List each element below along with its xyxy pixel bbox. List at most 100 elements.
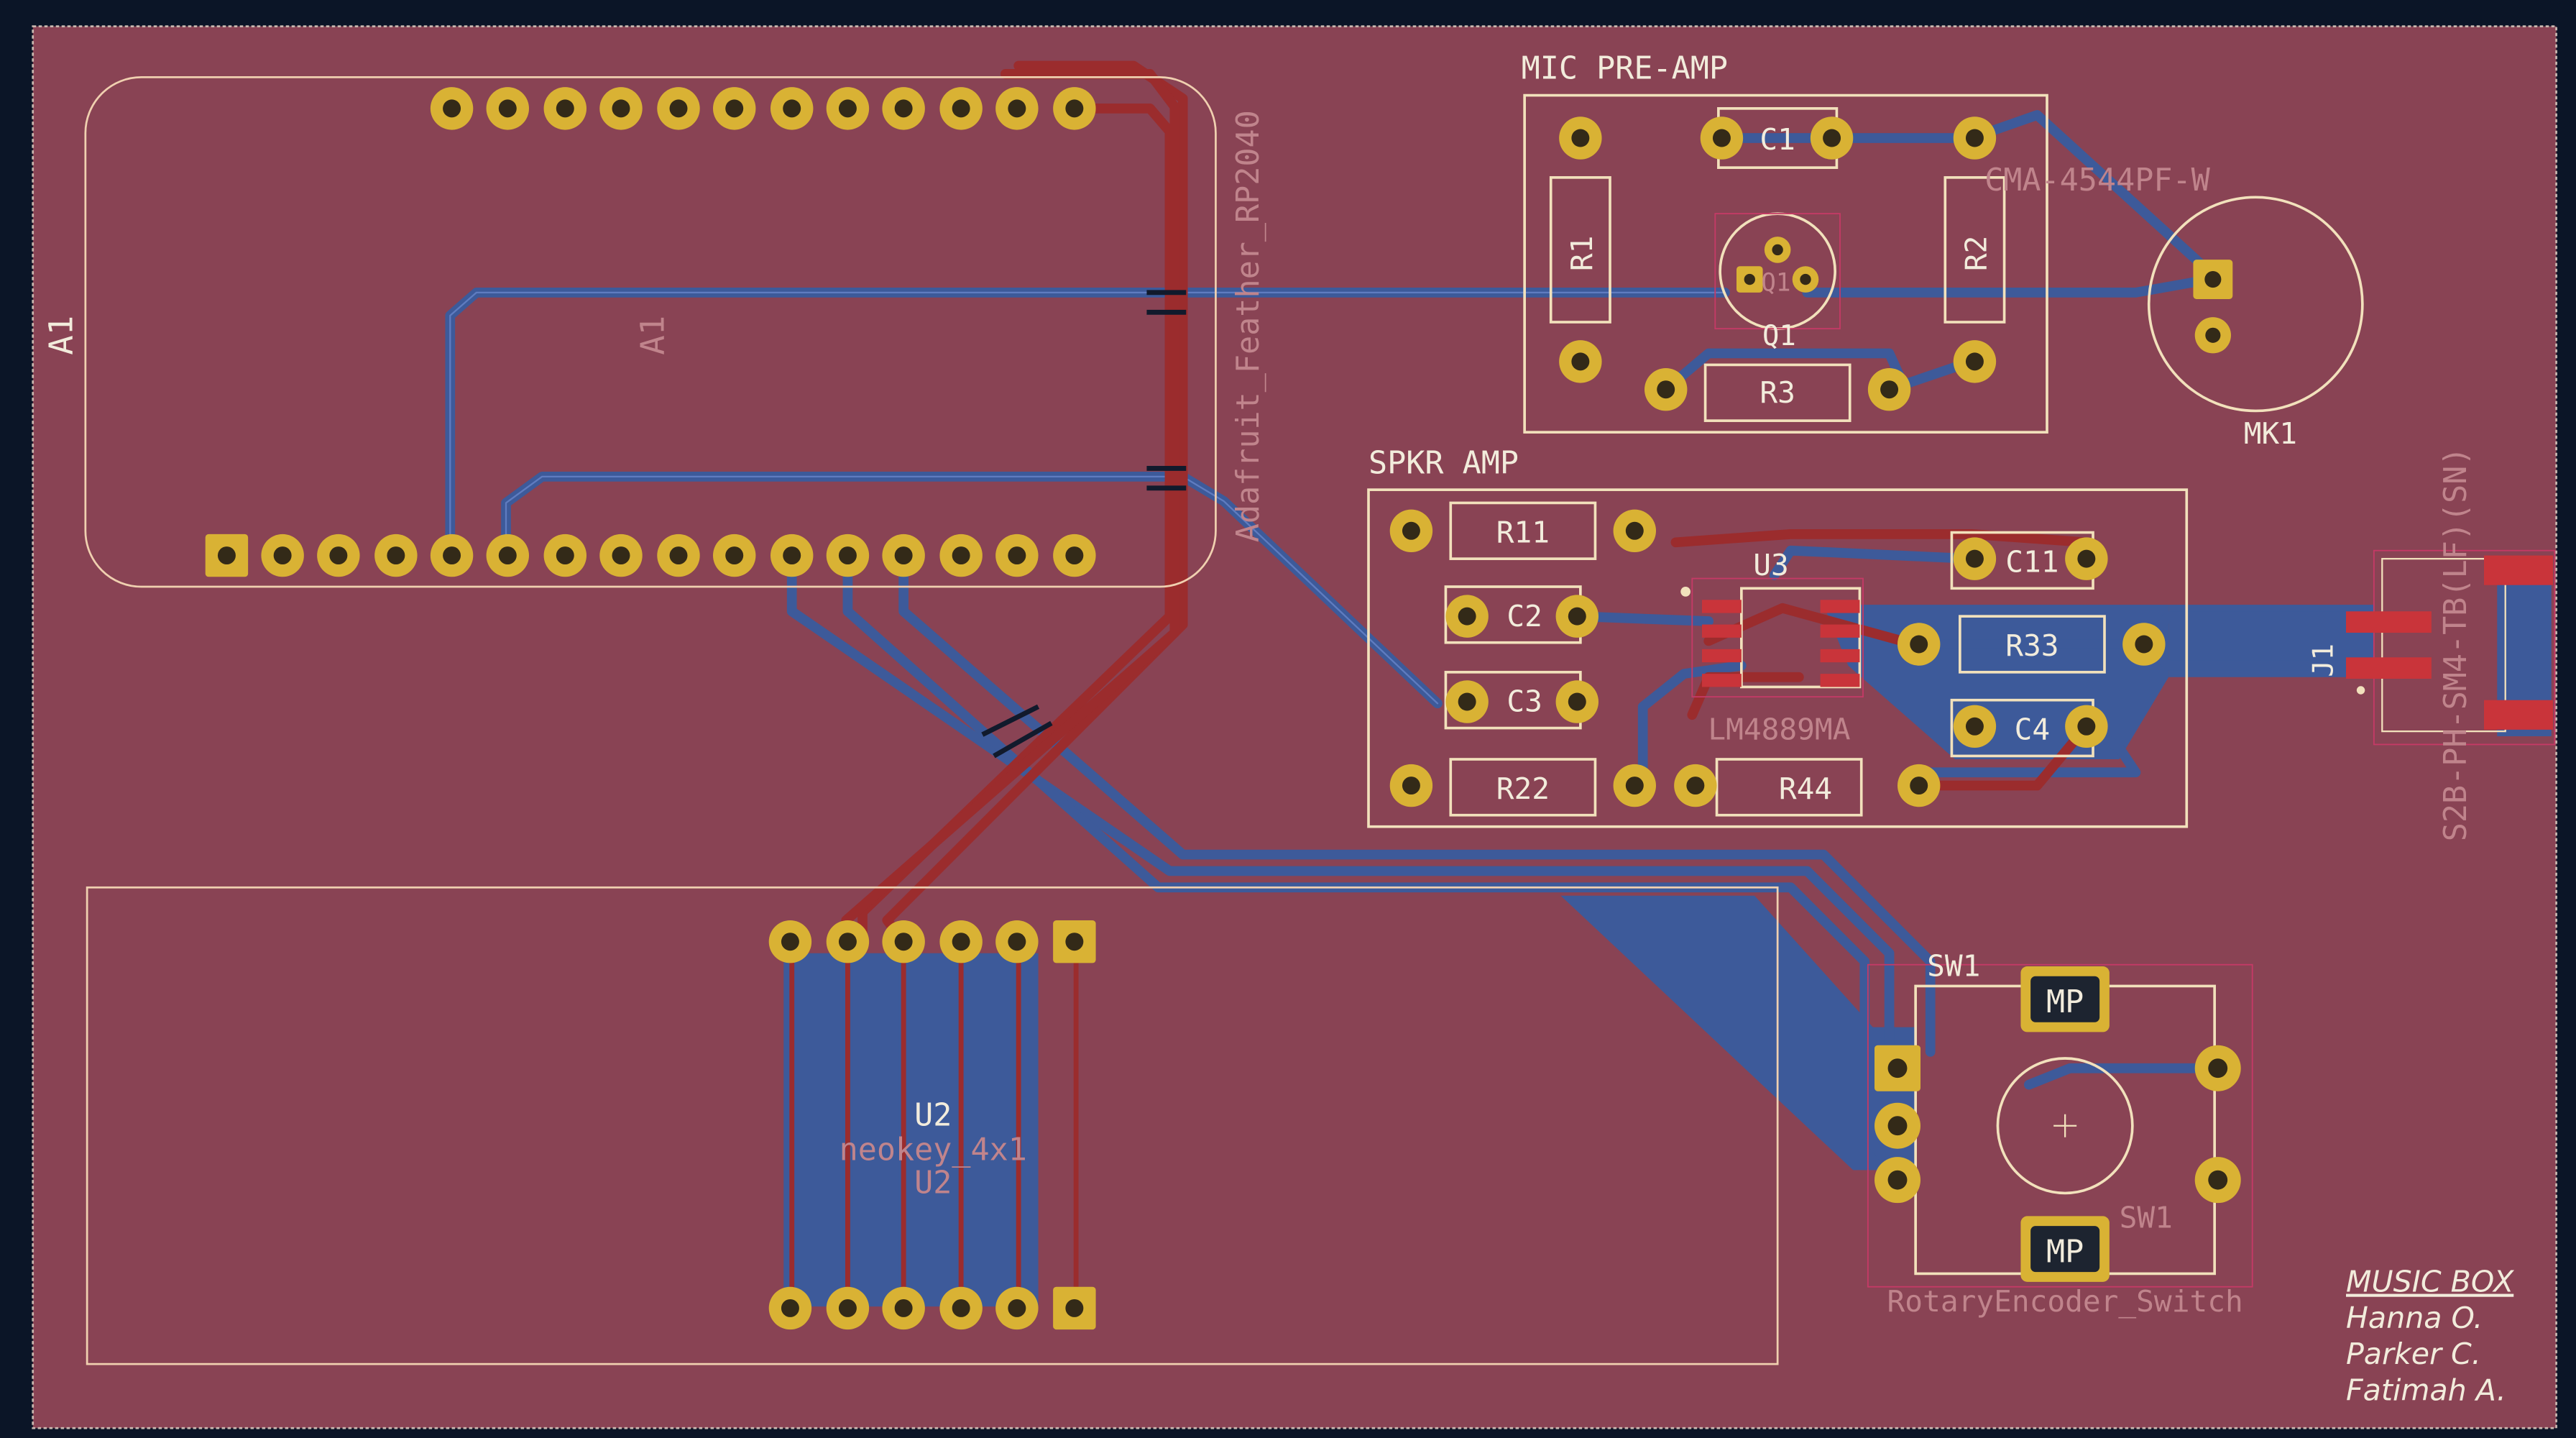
u2-pad-bottom[interactable] (939, 1286, 983, 1330)
a1-pad-bottom[interactable] (374, 533, 418, 577)
r1-label: R1 (1565, 236, 1599, 272)
spkr-amp-pad[interactable] (1389, 509, 1433, 552)
a1-pad-bottom[interactable] (1053, 533, 1096, 577)
mk1-pad[interactable] (2193, 260, 2233, 299)
r3-body[interactable] (1703, 363, 1852, 422)
a1-pad-top[interactable] (543, 87, 586, 130)
u2-pad-top[interactable] (882, 920, 925, 963)
u2-value-label: neokey_4x1 (840, 1132, 1027, 1168)
mk1-body[interactable] (2147, 196, 2364, 413)
a1-pad-top[interactable] (486, 87, 529, 130)
a1-pad-bottom[interactable] (826, 533, 870, 577)
u2-pad-bottom[interactable] (995, 1286, 1039, 1330)
a1-pad-bottom[interactable] (713, 533, 756, 577)
u2-pad-top[interactable] (826, 920, 870, 963)
mic-preamp-pad[interactable] (1559, 116, 1602, 160)
u2-pad-bottom[interactable] (882, 1286, 925, 1330)
spkr-amp-pad[interactable] (1555, 680, 1598, 723)
spkr-amp-pad[interactable] (1613, 509, 1656, 552)
a1-pad-top[interactable] (826, 87, 870, 130)
a1-pad-top[interactable] (939, 87, 983, 130)
credits-block: MUSIC BOX Hanna O. Parker C. Fatimah A. (2346, 1265, 2514, 1408)
r22-label: R22 (1496, 771, 1550, 806)
u2-pad-top[interactable] (939, 920, 983, 963)
spkr-amp-pad[interactable] (1898, 623, 1941, 666)
r33-body[interactable] (1959, 615, 2106, 674)
spkr-amp-pad[interactable] (1555, 595, 1598, 638)
q1-pad[interactable] (1792, 266, 1819, 293)
sw1-knob[interactable] (1996, 1057, 2134, 1195)
copper-pour-j1-edge (2497, 559, 2552, 736)
u2-pad-bottom[interactable] (826, 1286, 870, 1330)
mic-preamp-pad[interactable] (1867, 368, 1911, 411)
a1-pad-bottom[interactable] (939, 533, 983, 577)
u2-pad-bottom[interactable] (768, 1286, 812, 1330)
mic-preamp-outline[interactable] (1523, 93, 2048, 434)
u3-ref-label: U3 (1753, 548, 1789, 582)
a1-pad-top[interactable] (995, 87, 1039, 130)
spkr-amp-pad[interactable] (1898, 764, 1941, 807)
a1-pad-top[interactable] (770, 87, 814, 130)
spkr-amp-pad[interactable] (1953, 705, 1997, 748)
r11-body[interactable] (1449, 501, 1597, 560)
a1-pad-bottom[interactable] (882, 533, 925, 577)
a1-pad-bottom[interactable] (317, 533, 360, 577)
board-edge-cuts (32, 25, 2557, 1429)
sw1-pad[interactable] (2194, 1045, 2241, 1091)
spkr-amp-pad[interactable] (2065, 705, 2108, 748)
spkr-amp-pad[interactable] (1674, 764, 1717, 807)
r44-body[interactable] (1715, 758, 1863, 817)
a1-pad-top[interactable] (882, 87, 925, 130)
sw1-pad[interactable] (1874, 1157, 1920, 1204)
mk1-value-label: CMA-4544PF-W (1984, 162, 2210, 198)
sw1-pad[interactable] (1874, 1045, 1920, 1091)
r1-body[interactable] (1549, 176, 1611, 324)
a1-pad-bottom[interactable] (543, 533, 586, 577)
u2-pad-bottom[interactable] (1053, 1286, 1096, 1330)
j1-body[interactable] (2381, 558, 2506, 733)
a1-pad-top[interactable] (1053, 87, 1096, 130)
a1-pad-top[interactable] (713, 87, 756, 130)
spkr-amp-pad[interactable] (1445, 595, 1489, 638)
u2-pad-top[interactable] (768, 920, 812, 963)
spkr-amp-pad[interactable] (2065, 537, 2108, 580)
credits-author-2: Parker C. (2346, 1337, 2481, 1371)
a1-pad-bottom[interactable] (995, 533, 1039, 577)
a1-outline[interactable] (84, 76, 1217, 588)
a1-pad-bottom[interactable] (430, 533, 474, 577)
u2-pad-top[interactable] (995, 920, 1039, 963)
a1-pad-bottom[interactable] (770, 533, 814, 577)
mic-preamp-pad[interactable] (1700, 116, 1744, 160)
c11-label: C11 (2005, 544, 2058, 579)
q1-fab-ref-label: Q1 (1761, 269, 1790, 298)
mic-preamp-pad[interactable] (1953, 340, 1997, 383)
mic-preamp-pad[interactable] (1953, 116, 1997, 160)
mk1-pad[interactable] (2194, 317, 2231, 354)
r22-body[interactable] (1449, 758, 1597, 817)
spkr-amp-pad[interactable] (1953, 537, 1997, 580)
spkr-amp-pad[interactable] (1389, 764, 1433, 807)
mic-preamp-pad[interactable] (1644, 368, 1688, 411)
u2-outline[interactable] (86, 886, 1779, 1365)
q1-pad[interactable] (1764, 237, 1791, 263)
a1-pad-top[interactable] (657, 87, 700, 130)
mic-preamp-pad[interactable] (1559, 340, 1602, 383)
sw1-mp-label-bottom: MP (2046, 1234, 2084, 1270)
sw1-pad[interactable] (1874, 1102, 1920, 1149)
a1-pad-top[interactable] (430, 87, 474, 130)
a1-pad-bottom[interactable] (261, 533, 304, 577)
r2-body[interactable] (1944, 176, 2006, 324)
spkr-amp-pad[interactable] (1445, 680, 1489, 723)
a1-pad-bottom[interactable] (486, 533, 529, 577)
sw1-pad[interactable] (2194, 1157, 2241, 1204)
mic-preamp-pad[interactable] (1810, 116, 1854, 160)
a1-pad-bottom[interactable] (657, 533, 700, 577)
spkr-amp-pad[interactable] (1613, 764, 1656, 807)
spkr-amp-pad[interactable] (2122, 623, 2166, 666)
a1-pad-bottom[interactable] (599, 533, 643, 577)
spkr-amp-outline[interactable] (1367, 488, 2189, 828)
u2-pad-top[interactable] (1053, 920, 1096, 963)
a1-pad-bottom[interactable] (205, 533, 249, 577)
q1-pad[interactable] (1736, 266, 1763, 293)
a1-pad-top[interactable] (599, 87, 643, 130)
